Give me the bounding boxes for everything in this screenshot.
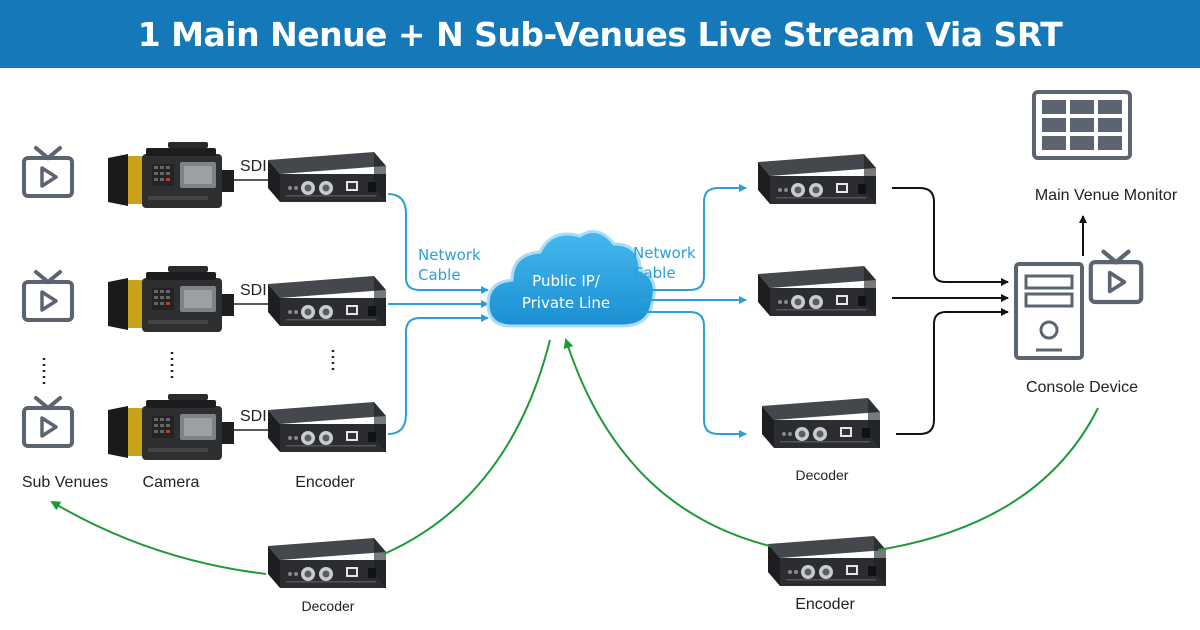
sdi-label-1: SDI: [240, 158, 267, 175]
sub-venue-tv-icon-3: [22, 396, 74, 448]
decoder-device-1: [758, 154, 876, 204]
decoder-device-bottom: [268, 538, 386, 588]
network-line-encoder-1: [387, 193, 489, 294]
network-line-decoder-3: [642, 311, 747, 438]
return-line-decoder-to-cloud-a: [383, 339, 551, 555]
camera-icon-1: [108, 142, 234, 208]
decoder-label-right: Decoder: [796, 467, 849, 483]
page-title: 1 Main Nenue + N Sub-Venues Live Stream …: [137, 14, 1063, 54]
network-line-encoder-3: [387, 314, 489, 435]
network-cable-label-right-line2: Cable: [633, 264, 676, 282]
console-tv-icon: [1091, 252, 1141, 302]
main-venue-monitor-label: Main Venue Monitor: [1035, 187, 1178, 204]
cloud-label-line1: Public IP/: [532, 272, 601, 290]
sub-venues-label: Sub Venues: [22, 474, 108, 491]
decoder-device-2: [758, 266, 876, 316]
network-line-decoder-1: [642, 184, 747, 291]
return-line-console-to-encoder: [877, 407, 1099, 551]
title-banner: 1 Main Nenue + N Sub-Venues Live Stream …: [0, 0, 1200, 68]
console-device-icon: [1014, 262, 1084, 360]
network-cable-label-left-line1: Network: [418, 246, 481, 264]
decoder-device-3: [762, 398, 880, 448]
console-device-label: Console Device: [1026, 379, 1138, 396]
return-line-encoder-to-cloud: [563, 338, 771, 547]
camera-icon-2: [108, 266, 234, 332]
camera-icon-3: [108, 394, 234, 460]
cloud-label-line2: Private Line: [522, 294, 610, 312]
encoder-label: Encoder: [295, 474, 355, 491]
output-line-decoder-1: [892, 187, 1009, 286]
main-venue-monitor-icon: [1032, 90, 1132, 160]
encoder-device-2: [268, 276, 386, 326]
return-line-decoder-to-subvenues: [50, 500, 267, 575]
encoder-device-3: [268, 402, 386, 452]
streaming-diagram: SDI SDI SDI Network Cable Public IP/ Pri…: [22, 90, 1178, 614]
cloud-icon: [486, 230, 656, 328]
decoder-label-bottom: Decoder: [302, 598, 355, 614]
camera-label: Camera: [143, 474, 200, 491]
network-cable-label-right-line1: Network: [633, 244, 696, 262]
output-line-decoder-3: [896, 308, 1009, 435]
sdi-label-3: SDI: [240, 408, 267, 425]
sub-venue-tv-icon-2: [22, 270, 74, 322]
encoder-device-bottom: [768, 536, 886, 586]
encoder-label-bottom: Encoder: [795, 596, 855, 613]
sdi-label-2: SDI: [240, 282, 267, 299]
sub-venue-tv-icon-1: [22, 146, 74, 198]
network-cable-label-left-line2: Cable: [418, 266, 461, 284]
encoder-device-1: [268, 152, 386, 202]
